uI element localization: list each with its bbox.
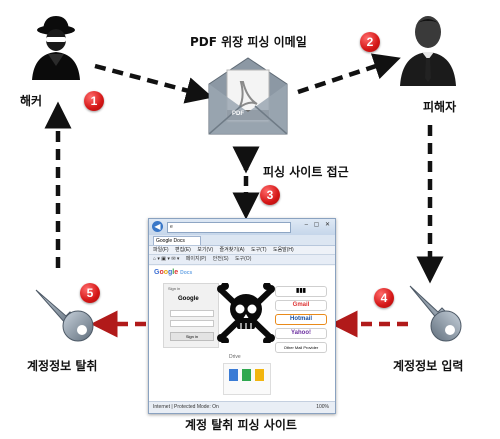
browser-toolbar: ⌂ ▾ ▣ ▾ ✉ ▾ 페이지(P) 안전(S) 도구(O) (149, 255, 335, 265)
browser-tabbar: Google Docs (149, 235, 335, 246)
provider-aol[interactable]: ▮▮▮ (275, 286, 327, 297)
back-icon[interactable]: ◀ (152, 221, 163, 232)
password-field[interactable] (170, 320, 214, 327)
step-badge-5: 5 (80, 283, 100, 303)
email-field[interactable] (170, 310, 214, 317)
address-bar[interactable]: e (167, 222, 291, 233)
arrow-hacker-to-email (94, 63, 214, 104)
provider-gmail[interactable]: Gmail (275, 300, 327, 311)
docs-icon[interactable] (229, 369, 238, 381)
home-icon[interactable]: ⌂ ▾ ▣ ▾ ✉ ▾ (153, 256, 180, 262)
menu-item[interactable]: 도움말(H) (272, 247, 294, 253)
signin-brand: Google (178, 296, 199, 302)
menu-item[interactable]: 보기(V) (197, 247, 214, 253)
skull-crossbones-icon (217, 283, 275, 343)
browser-titlebar: ◀ e – ▢ ✕ (149, 219, 335, 235)
key-steal-icon (35, 289, 94, 342)
menu-item[interactable]: 도구(T) (250, 247, 267, 253)
step-badge-3: 3 (260, 185, 280, 205)
signin-box: Sign in Google Sign in (163, 283, 219, 348)
site-access-label: 피싱 사이트 접근 (263, 165, 349, 179)
google-docs-logo: Google Docs (154, 269, 193, 276)
provider-yahoo[interactable]: Yahoo! (275, 328, 327, 339)
drive-label: Drive (229, 354, 241, 360)
steal-label: 계정정보 탈취 (27, 359, 98, 373)
email-label: PDF 위장 피싱 이메일 (190, 35, 307, 49)
key-input-icon (409, 285, 462, 342)
toolbar-item[interactable]: 페이지(P) (185, 256, 207, 262)
step-badge-4: 4 (374, 288, 394, 308)
signin-title: Sign in (168, 286, 181, 291)
menu-item[interactable]: 파일(F) (153, 247, 169, 253)
browser-page: Google Docs Sign in Google Sign in ▮▮▮ G… (149, 266, 335, 402)
toolbar-item[interactable]: 도구(O) (234, 256, 252, 262)
menu-item[interactable]: 편집(E) (174, 247, 191, 253)
window-controls[interactable]: – ▢ ✕ (304, 222, 332, 228)
pdf-text: PDF (232, 111, 244, 117)
browser-statusbar: Internet | Protected Mode: On 100% (149, 401, 335, 413)
provider-hotmail[interactable]: Hotmail (275, 314, 327, 325)
step-badge-2: 2 (360, 32, 380, 52)
pdf-envelope-icon (208, 57, 288, 135)
phishing-browser-window: ◀ e – ▢ ✕ Google Docs 파일(F) 편집(E) 보기(V) … (148, 218, 336, 414)
slides-icon[interactable] (255, 369, 264, 381)
browser-menu: 파일(F) 편집(E) 보기(V) 즐겨찾기(A) 도구(T) 도움말(H) (149, 246, 335, 255)
signin-button[interactable]: Sign in (170, 332, 214, 341)
phishing-site-label: 계정 탈취 피싱 사이트 (185, 418, 297, 432)
arrow-email-to-victim (297, 53, 401, 95)
step-badge-1: 1 (84, 91, 104, 111)
doc-icons-panel (223, 363, 271, 395)
hacker-icon (32, 16, 80, 80)
zoom-level[interactable]: 100% (316, 404, 329, 410)
toolbar-item[interactable]: 안전(S) (212, 256, 229, 262)
victim-icon (400, 16, 456, 86)
sheets-icon[interactable] (242, 369, 251, 381)
input-label: 계정정보 입력 (393, 359, 464, 373)
menu-item[interactable]: 즐겨찾기(A) (219, 247, 245, 253)
hacker-label: 해커 (20, 94, 43, 108)
provider-other[interactable]: Other Mail Provider (275, 342, 327, 353)
status-text: Internet | Protected Mode: On (153, 404, 219, 410)
victim-label: 피해자 (423, 100, 457, 114)
browser-tab[interactable]: Google Docs (153, 236, 201, 245)
